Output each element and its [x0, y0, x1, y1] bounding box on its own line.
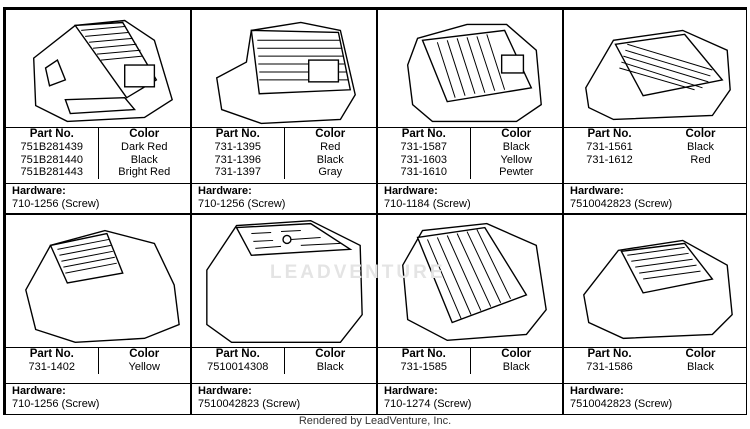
part-cell-7: Part No. Color 731-1585 Black Hardware:710…	[377, 214, 563, 415]
shroud-illustration-2	[192, 10, 376, 127]
hardware-value: 710-1256 (Screw)	[12, 398, 100, 410]
part-cell-2: Part No. Color 731-1395 731-1396 731-1397…	[191, 9, 377, 214]
shroud-illustration-5	[6, 215, 190, 347]
part-numbers: 731-1402	[28, 361, 76, 373]
part-table-1: Part No. Color 751B281439 751B281440 751B…	[6, 127, 190, 184]
part-no-header: Part No.	[29, 128, 74, 140]
part-cell-5: Part No. Color 731-1402 Yellow Hardware:71…	[5, 214, 191, 415]
part-no-header: Part No.	[401, 348, 446, 360]
part-cell-4: Part No. Color 731-1561 731-1612 Black Red…	[563, 9, 747, 214]
part-numbers: 7510014308	[207, 361, 269, 373]
part-numbers: 731-1395 731-1396 731-1397	[214, 141, 262, 178]
part-colors: Red Black Gray	[283, 141, 377, 179]
part-no-header: Part No.	[215, 348, 260, 360]
part-table-3: Part No. Color 731-1587 731-1603 731-1610…	[378, 127, 562, 184]
hardware-value: 710-1274 (Screw)	[384, 398, 472, 410]
part-numbers: 731-1587 731-1603 731-1610	[400, 141, 448, 178]
part-colors: Black	[283, 361, 377, 374]
hardware-value: 710-1184 (Screw)	[384, 198, 471, 210]
hardware-label: Hardware:	[12, 185, 66, 197]
hardware-3: Hardware:710-1184 (Screw)	[378, 183, 562, 211]
hardware-label: Hardware:	[12, 385, 66, 397]
color-header: Color	[685, 348, 716, 360]
shroud-illustration-3	[378, 10, 562, 127]
shroud-illustration-6	[192, 215, 376, 347]
part-table-4: Part No. Color 731-1561 731-1612 Black Red	[564, 127, 746, 184]
part-colors: Dark Red Black Bright Red	[97, 141, 191, 179]
hardware-2: Hardware:710-1256 (Screw)	[192, 183, 376, 211]
part-numbers: 731-1585	[400, 361, 448, 373]
hardware-value: 7510042823 (Screw)	[570, 198, 673, 210]
part-colors: Yellow	[97, 361, 191, 374]
part-numbers: 731-1561 731-1612	[586, 141, 633, 166]
color-header: Color	[283, 348, 377, 361]
part-colors: Black Yellow Pewter	[469, 141, 563, 179]
hardware-value: 710-1256 (Screw)	[198, 198, 286, 210]
hardware-value: 7510042823 (Screw)	[198, 398, 301, 410]
hardware-1: Hardware:710-1256 (Screw)	[6, 183, 190, 211]
part-table-8: Part No. Color 731-1586 Black	[564, 347, 746, 384]
hardware-value: 7510042823 (Screw)	[570, 398, 673, 410]
part-colors: Black	[469, 361, 563, 374]
hardware-5: Hardware:710-1256 (Screw)	[6, 383, 190, 411]
watermark: LEADVENTURE	[270, 262, 446, 283]
shroud-illustration-1	[6, 10, 190, 127]
hardware-label: Hardware:	[198, 385, 252, 397]
shroud-illustration-7	[378, 215, 562, 347]
part-colors: Black	[687, 361, 714, 373]
part-no-header: Part No.	[29, 348, 74, 360]
part-table-6: Part No. Color 7510014308 Black	[192, 347, 376, 384]
hardware-6: Hardware:7510042823 (Screw)	[192, 383, 376, 411]
shroud-illustration-8	[564, 215, 746, 347]
part-cell-3: Part No. Color 731-1587 731-1603 731-1610…	[377, 9, 563, 214]
hardware-label: Hardware:	[570, 385, 624, 397]
color-header: Color	[685, 128, 716, 140]
color-header: Color	[469, 348, 563, 361]
hardware-label: Hardware:	[570, 185, 624, 197]
hardware-4: Hardware:7510042823 (Screw)	[564, 183, 746, 211]
hardware-7: Hardware:710-1274 (Screw)	[378, 383, 562, 411]
part-no-header: Part No.	[401, 128, 446, 140]
color-header: Color	[97, 348, 191, 361]
part-numbers: 731-1586	[586, 361, 633, 373]
hardware-8: Hardware:7510042823 (Screw)	[564, 383, 746, 411]
hardware-label: Hardware:	[198, 185, 252, 197]
part-table-5: Part No. Color 731-1402 Yellow	[6, 347, 190, 384]
color-header: Color	[469, 128, 563, 141]
part-table-2: Part No. Color 731-1395 731-1396 731-1397…	[192, 127, 376, 184]
footer-credit: Rendered by LeadVenture, Inc.	[298, 415, 452, 427]
part-no-header: Part No.	[587, 128, 632, 140]
hardware-label: Hardware:	[384, 385, 438, 397]
hardware-label: Hardware:	[384, 185, 438, 197]
part-cell-8: Part No. Color 731-1586 Black Hardware:751…	[563, 214, 747, 415]
color-header: Color	[283, 128, 377, 141]
part-cell-1: Part No. Color 751B281439 751B281440 751B…	[5, 9, 191, 214]
part-cell-6: Part No. Color 7510014308 Black Hardware:7…	[191, 214, 377, 415]
color-header: Color	[97, 128, 191, 141]
part-table-7: Part No. Color 731-1585 Black	[378, 347, 562, 384]
part-no-header: Part No.	[587, 348, 632, 360]
shroud-illustration-4	[564, 10, 746, 127]
part-colors: Black Red	[687, 141, 714, 166]
part-numbers: 751B281439 751B281440 751B281443	[20, 141, 83, 178]
hardware-value: 710-1256 (Screw)	[12, 198, 100, 210]
part-no-header: Part No.	[215, 128, 260, 140]
